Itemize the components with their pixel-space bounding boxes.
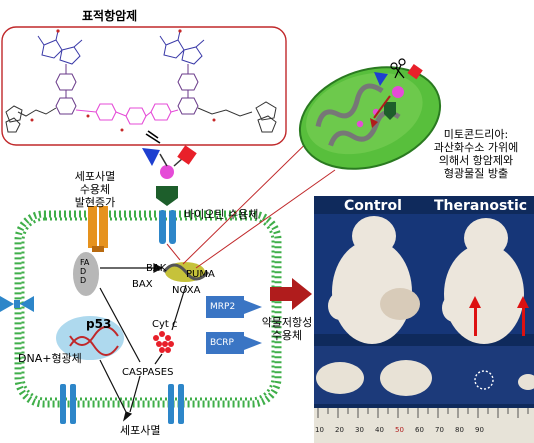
ruler-number: 50	[395, 426, 404, 434]
right-chain	[177, 64, 199, 115]
theranostic-label: Theranostic	[434, 198, 528, 214]
molecule-structure-panel	[1, 26, 287, 146]
ruler-number: 60	[415, 426, 424, 434]
left-membrane-receptor	[0, 296, 34, 312]
ruler-number: 20	[335, 426, 344, 434]
bcrp-label: BCRP	[210, 338, 234, 348]
ruler-number: 70	[435, 426, 444, 434]
fadd-label: FADD	[80, 258, 90, 285]
ruler-numbers: 10 20 30 40 50 60 70 80 90	[314, 424, 534, 438]
apoptosis-receptor	[88, 206, 108, 252]
cell-death-label: 세포사멸	[120, 424, 161, 437]
cytc-label: Cyt c	[152, 319, 178, 330]
big-red-arrow	[270, 278, 312, 310]
fadd-blob	[73, 252, 99, 296]
mrp2-label: MRP2	[210, 302, 236, 312]
bax-label: BAX	[132, 279, 153, 290]
biotin-receptor-label: 바이오틴 수용체	[184, 208, 259, 221]
ruler-number: 30	[355, 426, 364, 434]
ruler-number: 40	[375, 426, 384, 434]
dna-label: DNA+형광체	[18, 352, 82, 365]
mice-photo-art	[314, 196, 534, 443]
dna-nucleus-icon	[56, 316, 124, 360]
ruler-number: 10	[315, 426, 324, 434]
left-biotin	[5, 105, 57, 133]
resistance-receptor-label: 약물저항성 수용체	[261, 316, 313, 342]
noxa-label: NOXA	[172, 285, 201, 296]
cyt-c-cluster	[153, 331, 174, 353]
ruler	[314, 408, 534, 443]
biotin-receptor	[159, 210, 176, 244]
theranostic-mouse	[442, 218, 524, 344]
left-targeting-moiety	[37, 30, 83, 65]
mito-contents	[356, 58, 423, 128]
control-mouse	[328, 216, 420, 344]
puma-label: PUMA	[186, 269, 215, 280]
excised-tumors	[316, 360, 534, 396]
control-label: Control	[344, 198, 402, 214]
bak-puma-pill	[162, 262, 210, 282]
p53-label: p53	[86, 317, 112, 331]
left-chain	[55, 64, 77, 115]
bottom-receptors	[60, 384, 184, 424]
caspases-label: CASPASES	[122, 367, 174, 378]
ruler-number: 80	[455, 426, 464, 434]
central-linker	[75, 103, 179, 125]
mrp2-transporter	[206, 296, 262, 318]
ruler-number: 90	[475, 426, 484, 434]
panel-title: 표적항암제	[82, 9, 138, 23]
bcrp-transporter	[206, 332, 262, 354]
drug-conjugate-icon	[142, 130, 197, 206]
pathway-arrows	[99, 263, 187, 422]
heteroatoms	[30, 29, 216, 132]
scissors-icon	[390, 58, 406, 79]
right-targeting-moiety	[159, 30, 205, 65]
tumor-arrows	[469, 296, 529, 336]
mice-photo-panel: Control Theranostic 10 20 30 40 50 60 70…	[314, 196, 534, 443]
receptor-expression-label: 세포사멸 수용체 발현증가	[74, 170, 116, 209]
bak-label: BAK	[146, 263, 167, 274]
mitochondria-note: 미토콘드리아: 과산화수소 가위에 의해서 항암제와 형광물질 방출	[433, 128, 519, 180]
zoom-line-2	[195, 169, 336, 269]
right-biotin	[197, 101, 277, 133]
